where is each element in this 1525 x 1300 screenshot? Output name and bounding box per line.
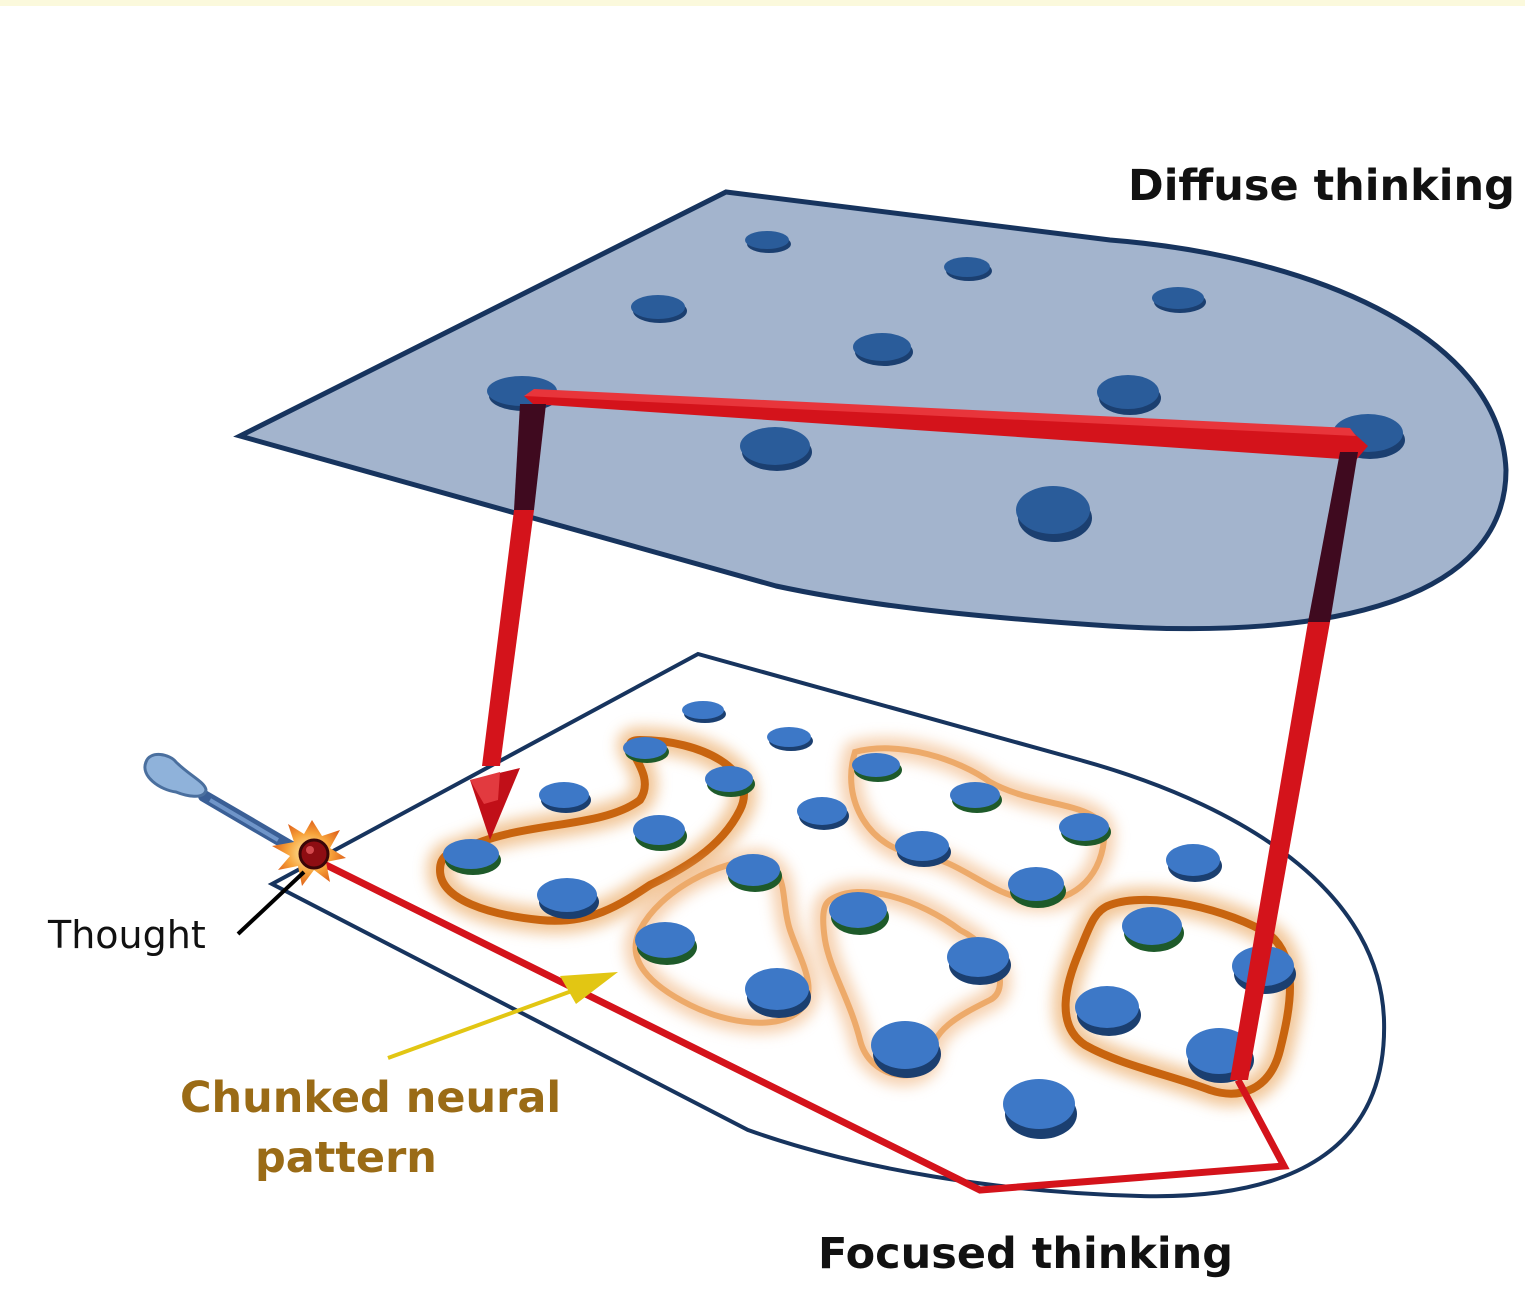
neuron	[443, 839, 501, 875]
right-drop-connector	[1230, 622, 1330, 1080]
thought-label: Thought	[47, 913, 206, 957]
neuron	[635, 922, 697, 965]
left-drop-connector	[482, 510, 534, 766]
neuron	[631, 295, 687, 323]
left-drop-dark	[514, 404, 546, 510]
neuron	[745, 231, 791, 253]
neuron	[852, 753, 902, 782]
neuron	[1075, 986, 1141, 1036]
neuron	[726, 854, 782, 892]
neuron	[682, 701, 726, 723]
right-drop-dark	[1308, 452, 1358, 622]
focused-neurons	[443, 701, 1296, 1139]
focused-label: Focused thinking	[818, 1229, 1233, 1279]
neuron	[740, 427, 812, 471]
neuron	[1059, 813, 1111, 846]
neuron	[1097, 375, 1161, 415]
diffuse-label: Diffuse thinking	[1128, 161, 1515, 211]
neuron	[1122, 907, 1184, 952]
neuron	[797, 797, 849, 830]
neuron	[1016, 486, 1092, 542]
neuron	[1003, 1079, 1077, 1139]
neuron	[623, 737, 669, 763]
diffuse-path-bar	[524, 394, 1368, 460]
neuron	[633, 815, 687, 851]
neuron	[950, 782, 1002, 813]
neuron	[947, 937, 1011, 985]
neuron	[539, 782, 591, 813]
down-arrow-head	[470, 768, 520, 840]
diffuse-path-bar-top	[524, 389, 1356, 436]
neuron	[705, 766, 755, 797]
neuron	[745, 968, 811, 1018]
chunk-pointer-arrow	[387, 972, 618, 1060]
spark-burst-icon	[272, 820, 346, 886]
neuron	[871, 1021, 941, 1078]
neuron	[537, 878, 599, 919]
thought-pointer	[236, 870, 306, 936]
neuron	[895, 831, 951, 867]
pinball-plunger-icon	[143, 753, 306, 858]
neuron	[853, 333, 913, 366]
neuron	[1152, 287, 1206, 313]
neuron	[1008, 867, 1066, 908]
focused-path	[310, 854, 1290, 1194]
neuron	[1166, 844, 1222, 882]
top-strip	[0, 0, 1525, 6]
neuron	[767, 727, 813, 751]
chunk-label-line1: Chunked neural	[180, 1073, 561, 1123]
chunk-label-line2: pattern	[255, 1133, 437, 1183]
neuron	[829, 892, 889, 935]
neuron	[944, 257, 992, 281]
